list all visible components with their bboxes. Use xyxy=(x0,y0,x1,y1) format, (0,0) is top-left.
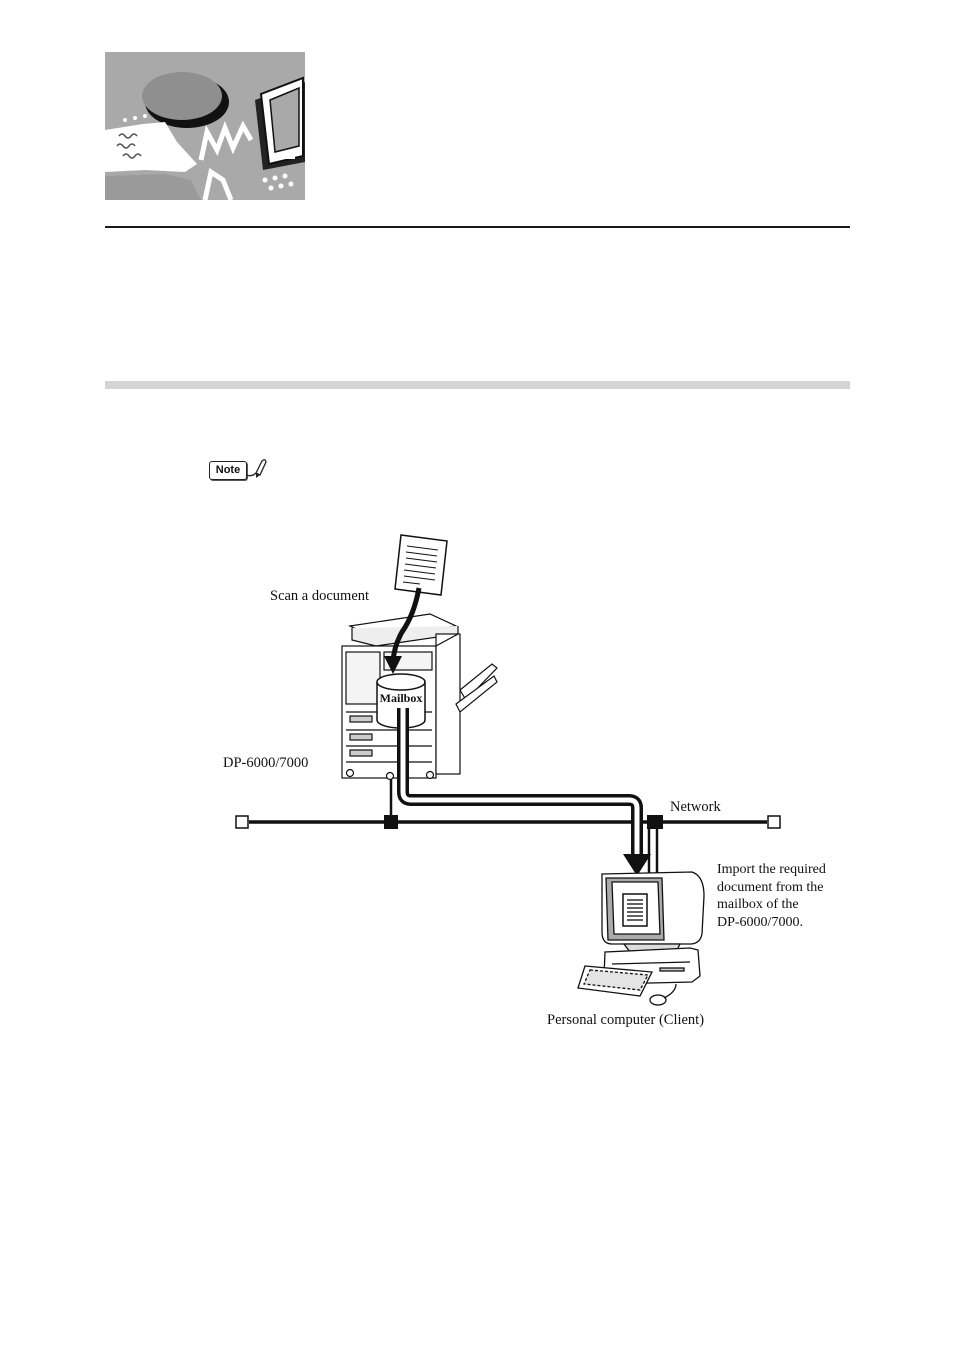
pencil-icon xyxy=(245,459,267,478)
import-line-2: document from the xyxy=(717,879,824,895)
import-line-1: Import the required xyxy=(717,862,826,877)
network-terminator-right xyxy=(767,815,781,829)
import-line-4: DP-6000/7000. xyxy=(717,914,803,930)
client-label: Personal computer (Client) xyxy=(547,1012,705,1028)
network-label: Network xyxy=(670,799,721,815)
client-network-node xyxy=(647,815,663,829)
network-terminator-left xyxy=(235,815,249,829)
scan-arrow xyxy=(390,587,422,663)
device-network-node xyxy=(384,815,398,829)
section-band xyxy=(105,381,850,389)
chapter-illustration xyxy=(105,52,305,200)
mailbox-label: Mailbox xyxy=(379,691,423,705)
personal-computer xyxy=(577,871,705,1006)
note-badge: Note xyxy=(209,461,247,480)
import-line-3: mailbox of the xyxy=(717,897,799,912)
header-rule xyxy=(105,226,850,228)
scan-label: Scan a document xyxy=(270,588,370,604)
device-label: DP-6000/7000 xyxy=(223,755,309,771)
document-icon xyxy=(394,534,448,596)
import-description: Import the required document from the ma… xyxy=(717,861,867,931)
